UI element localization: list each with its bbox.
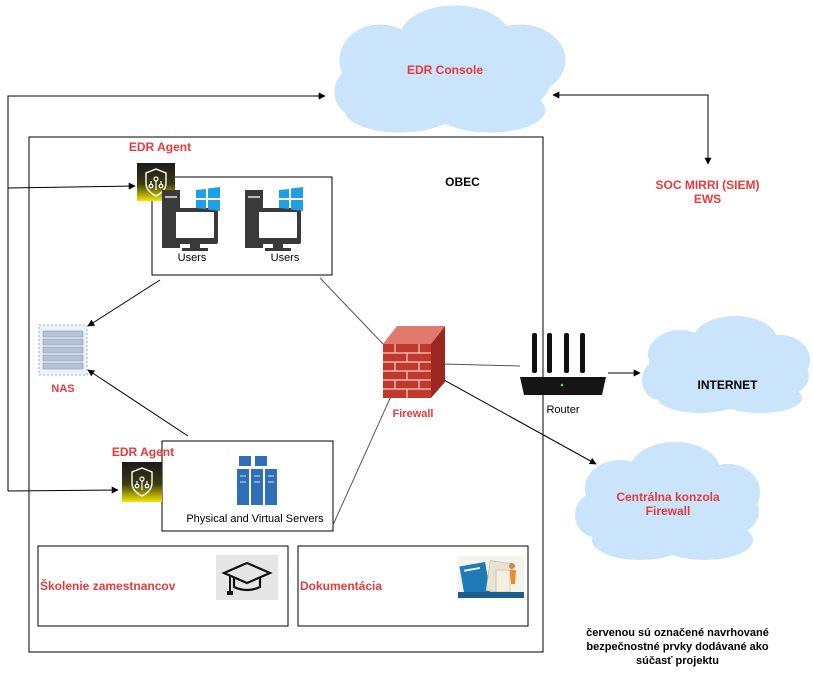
document-icon <box>458 556 524 599</box>
firewall-icon <box>383 326 445 398</box>
edr-agent-top-label: EDR Agent <box>128 140 192 154</box>
graduation-cap-icon <box>216 555 278 600</box>
line-users-nas <box>87 279 161 327</box>
users-label-1: Users <box>177 252 207 264</box>
firewall-label: Firewall <box>392 408 434 420</box>
computer-icon <box>245 190 301 251</box>
line-to-edr-console <box>7 92 326 491</box>
cloud-icon <box>642 316 810 413</box>
windows-logo-icon <box>279 187 303 211</box>
line-firewall-router <box>443 363 521 367</box>
router-label: Router <box>546 404 580 416</box>
windows-logo-icon <box>196 187 220 211</box>
line-firewall-console <box>443 379 597 465</box>
line-soc <box>552 91 712 165</box>
line-users-firewall <box>319 277 385 346</box>
legend-note: červenou sú označené navrhované bezpečno… <box>586 627 769 667</box>
servers-label: Physical and Virtual Servers <box>186 513 324 525</box>
line-servers-firewall <box>332 393 393 526</box>
line-to-top-agent <box>7 182 136 190</box>
line-servers-nas <box>87 369 189 437</box>
server-rack-icon <box>237 456 277 505</box>
central-console-label: Centrálna konzola Firewall <box>616 490 720 518</box>
documentation-label: Dokumentácia <box>300 579 383 593</box>
users-label-2: Users <box>270 252 300 264</box>
connectors <box>7 91 712 526</box>
cloud-icon <box>334 5 566 133</box>
training-label: Školenie zamestnancov <box>40 579 176 593</box>
soc-label: SOC MIRRI (SIEM) EWS <box>655 178 760 206</box>
router-icon <box>520 333 606 395</box>
line-to-bottom-agent <box>7 486 119 494</box>
internet-label: INTERNET <box>697 378 758 392</box>
nas-icon <box>38 324 88 376</box>
edr-agent-icon <box>122 462 162 502</box>
nas-label: NAS <box>51 383 75 395</box>
edr-console-label: EDR Console <box>406 63 483 77</box>
edr-agent-bottom-label: EDR Agent <box>111 445 175 459</box>
cloud-icon <box>575 442 760 560</box>
obec-label: OBEC <box>445 175 480 189</box>
computer-icon <box>162 190 218 251</box>
